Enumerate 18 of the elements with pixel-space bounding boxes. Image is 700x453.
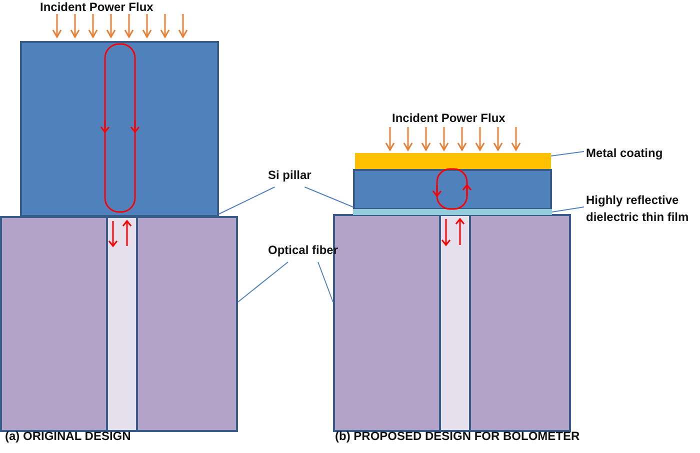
- leader-line: [218, 186, 276, 214]
- silicon-pillar: [353, 169, 552, 210]
- leader-line: [304, 186, 354, 208]
- leader-line: [318, 262, 334, 302]
- silicon-pillar: [20, 41, 219, 217]
- optical-fiber: [0, 216, 238, 432]
- leader-line: [238, 262, 288, 302]
- leader-line: [552, 206, 584, 212]
- part-label: Highly reflective dielectric thin film: [586, 192, 698, 226]
- leader-line: [550, 151, 584, 156]
- caption: (b) PROPOSED DESIGN FOR BOLOMETER: [335, 428, 580, 445]
- thin-film-layer: [353, 209, 552, 215]
- part-label: Si pillar: [268, 167, 312, 184]
- metal-coating-layer: [355, 153, 551, 169]
- caption: (a) ORIGINAL DESIGN: [5, 428, 131, 445]
- flux-label: Incident Power Flux: [392, 110, 506, 127]
- part-label: Metal coating: [586, 145, 663, 162]
- flux-label: Incident Power Flux: [40, 0, 154, 16]
